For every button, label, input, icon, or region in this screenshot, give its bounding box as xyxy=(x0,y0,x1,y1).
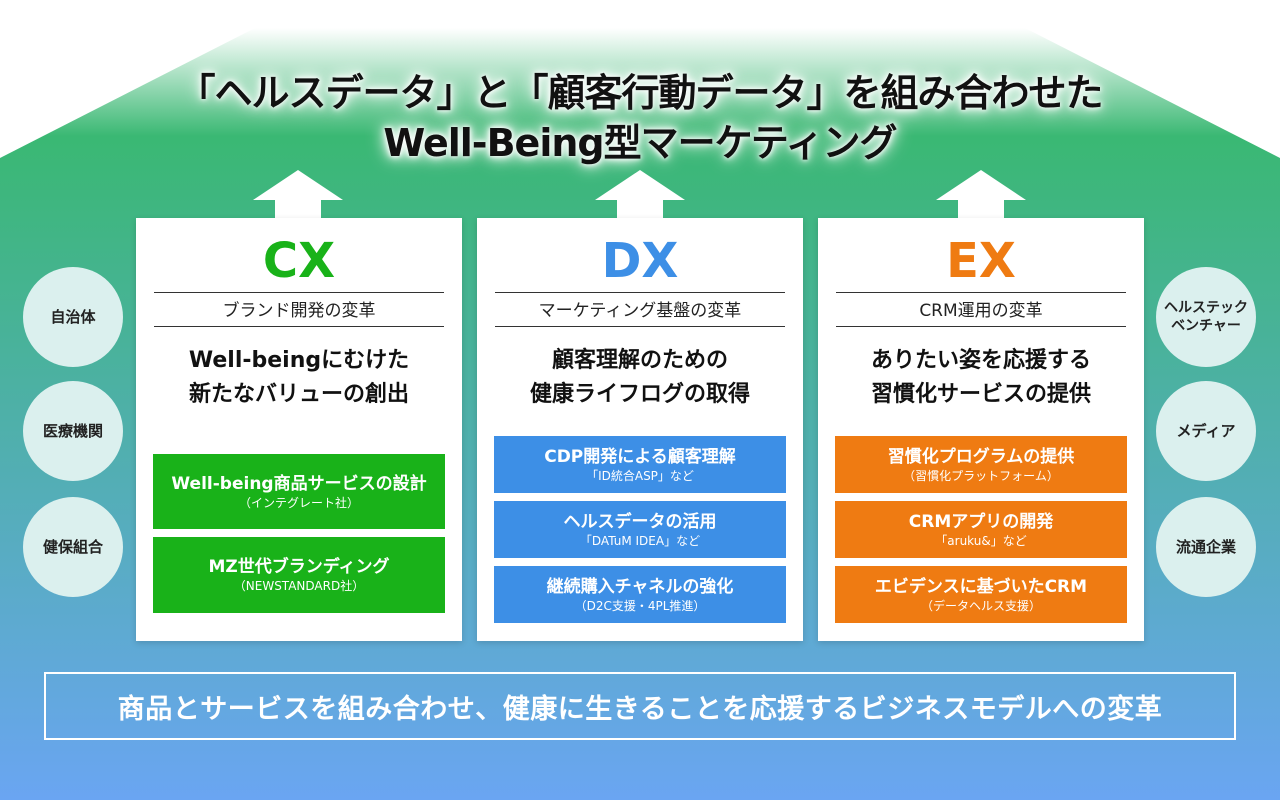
main-title: 「ヘルスデータ」と「顧客行動データ」を組み合わせた Well-Being型マーケ… xyxy=(0,68,1280,168)
card-lead: ありたい姿を応援する 習慣化サービスの提供 xyxy=(870,348,1091,407)
circle-left-2: 医療機関 xyxy=(23,381,123,481)
card-lead: 顧客理解のための 健康ライフログの取得 xyxy=(529,348,750,407)
main-title-line1: 「ヘルスデータ」と「顧客行動データ」を組み合わせた xyxy=(177,71,1103,115)
divider xyxy=(154,292,444,293)
card-item: CRMアプリの開発 「aruku&」など xyxy=(835,501,1127,558)
card-item: 継続購入チャネルの強化 （D2C支援・4PL推進） xyxy=(494,566,786,623)
card-heading: EX xyxy=(946,233,1016,289)
divider xyxy=(836,326,1126,327)
card-item: エビデンスに基づいたCRM （データヘルス支援） xyxy=(835,566,1127,623)
divider xyxy=(836,292,1126,293)
card-item: 習慣化プログラムの提供 （習慣化プラットフォーム） xyxy=(835,436,1127,493)
divider xyxy=(154,326,444,327)
card-subtitle: ブランド開発の変革 xyxy=(222,301,376,321)
card-item: CDP開発による顧客理解 「ID統合ASP」など xyxy=(494,436,786,493)
circle-right-1: ヘルステックベンチャー xyxy=(1156,267,1256,367)
card-lead: Well-beingにむけた 新たなバリューの創出 xyxy=(188,348,410,407)
up-arrow-icon xyxy=(595,170,685,220)
card-ex: EX CRM運用の変革 ありたい姿を応援する 習慣化サービスの提供 習慣化プログ… xyxy=(818,218,1144,641)
card-item: ヘルスデータの活用 「DATuM IDEA」など xyxy=(494,501,786,558)
card-heading: DX xyxy=(601,233,679,289)
up-arrow-icon xyxy=(936,170,1026,220)
bottom-banner-text: 商品とサービスを組み合わせ、健康に生きることを応援するビジネスモデルへの変革 xyxy=(117,693,1163,725)
circle-left-3: 健保組合 xyxy=(23,497,123,597)
circle-left-1: 自治体 xyxy=(23,267,123,367)
card-item: MZ世代ブランディング （NEWSTANDARD社） xyxy=(153,537,445,613)
divider xyxy=(495,326,785,327)
main-title-line2: Well-Being型マーケティング xyxy=(383,121,897,165)
circle-right-3: 流通企業 xyxy=(1156,497,1256,597)
divider xyxy=(495,292,785,293)
card-subtitle: CRM運用の変革 xyxy=(919,301,1043,321)
card-cx: CX ブランド開発の変革 Well-beingにむけた 新たなバリューの創出 W… xyxy=(136,218,462,641)
card-dx: DX マーケティング基盤の変革 顧客理解のための 健康ライフログの取得 CDP開… xyxy=(477,218,803,641)
card-item: Well-being商品サービスの設計 （インテグレート社） xyxy=(153,454,445,529)
card-heading: CX xyxy=(262,233,336,289)
circle-right-2: メディア xyxy=(1156,381,1256,481)
bottom-banner: 商品とサービスを組み合わせ、健康に生きることを応援するビジネスモデルへの変革 xyxy=(44,672,1236,740)
card-subtitle: マーケティング基盤の変革 xyxy=(538,301,742,321)
up-arrow-icon xyxy=(253,170,343,220)
